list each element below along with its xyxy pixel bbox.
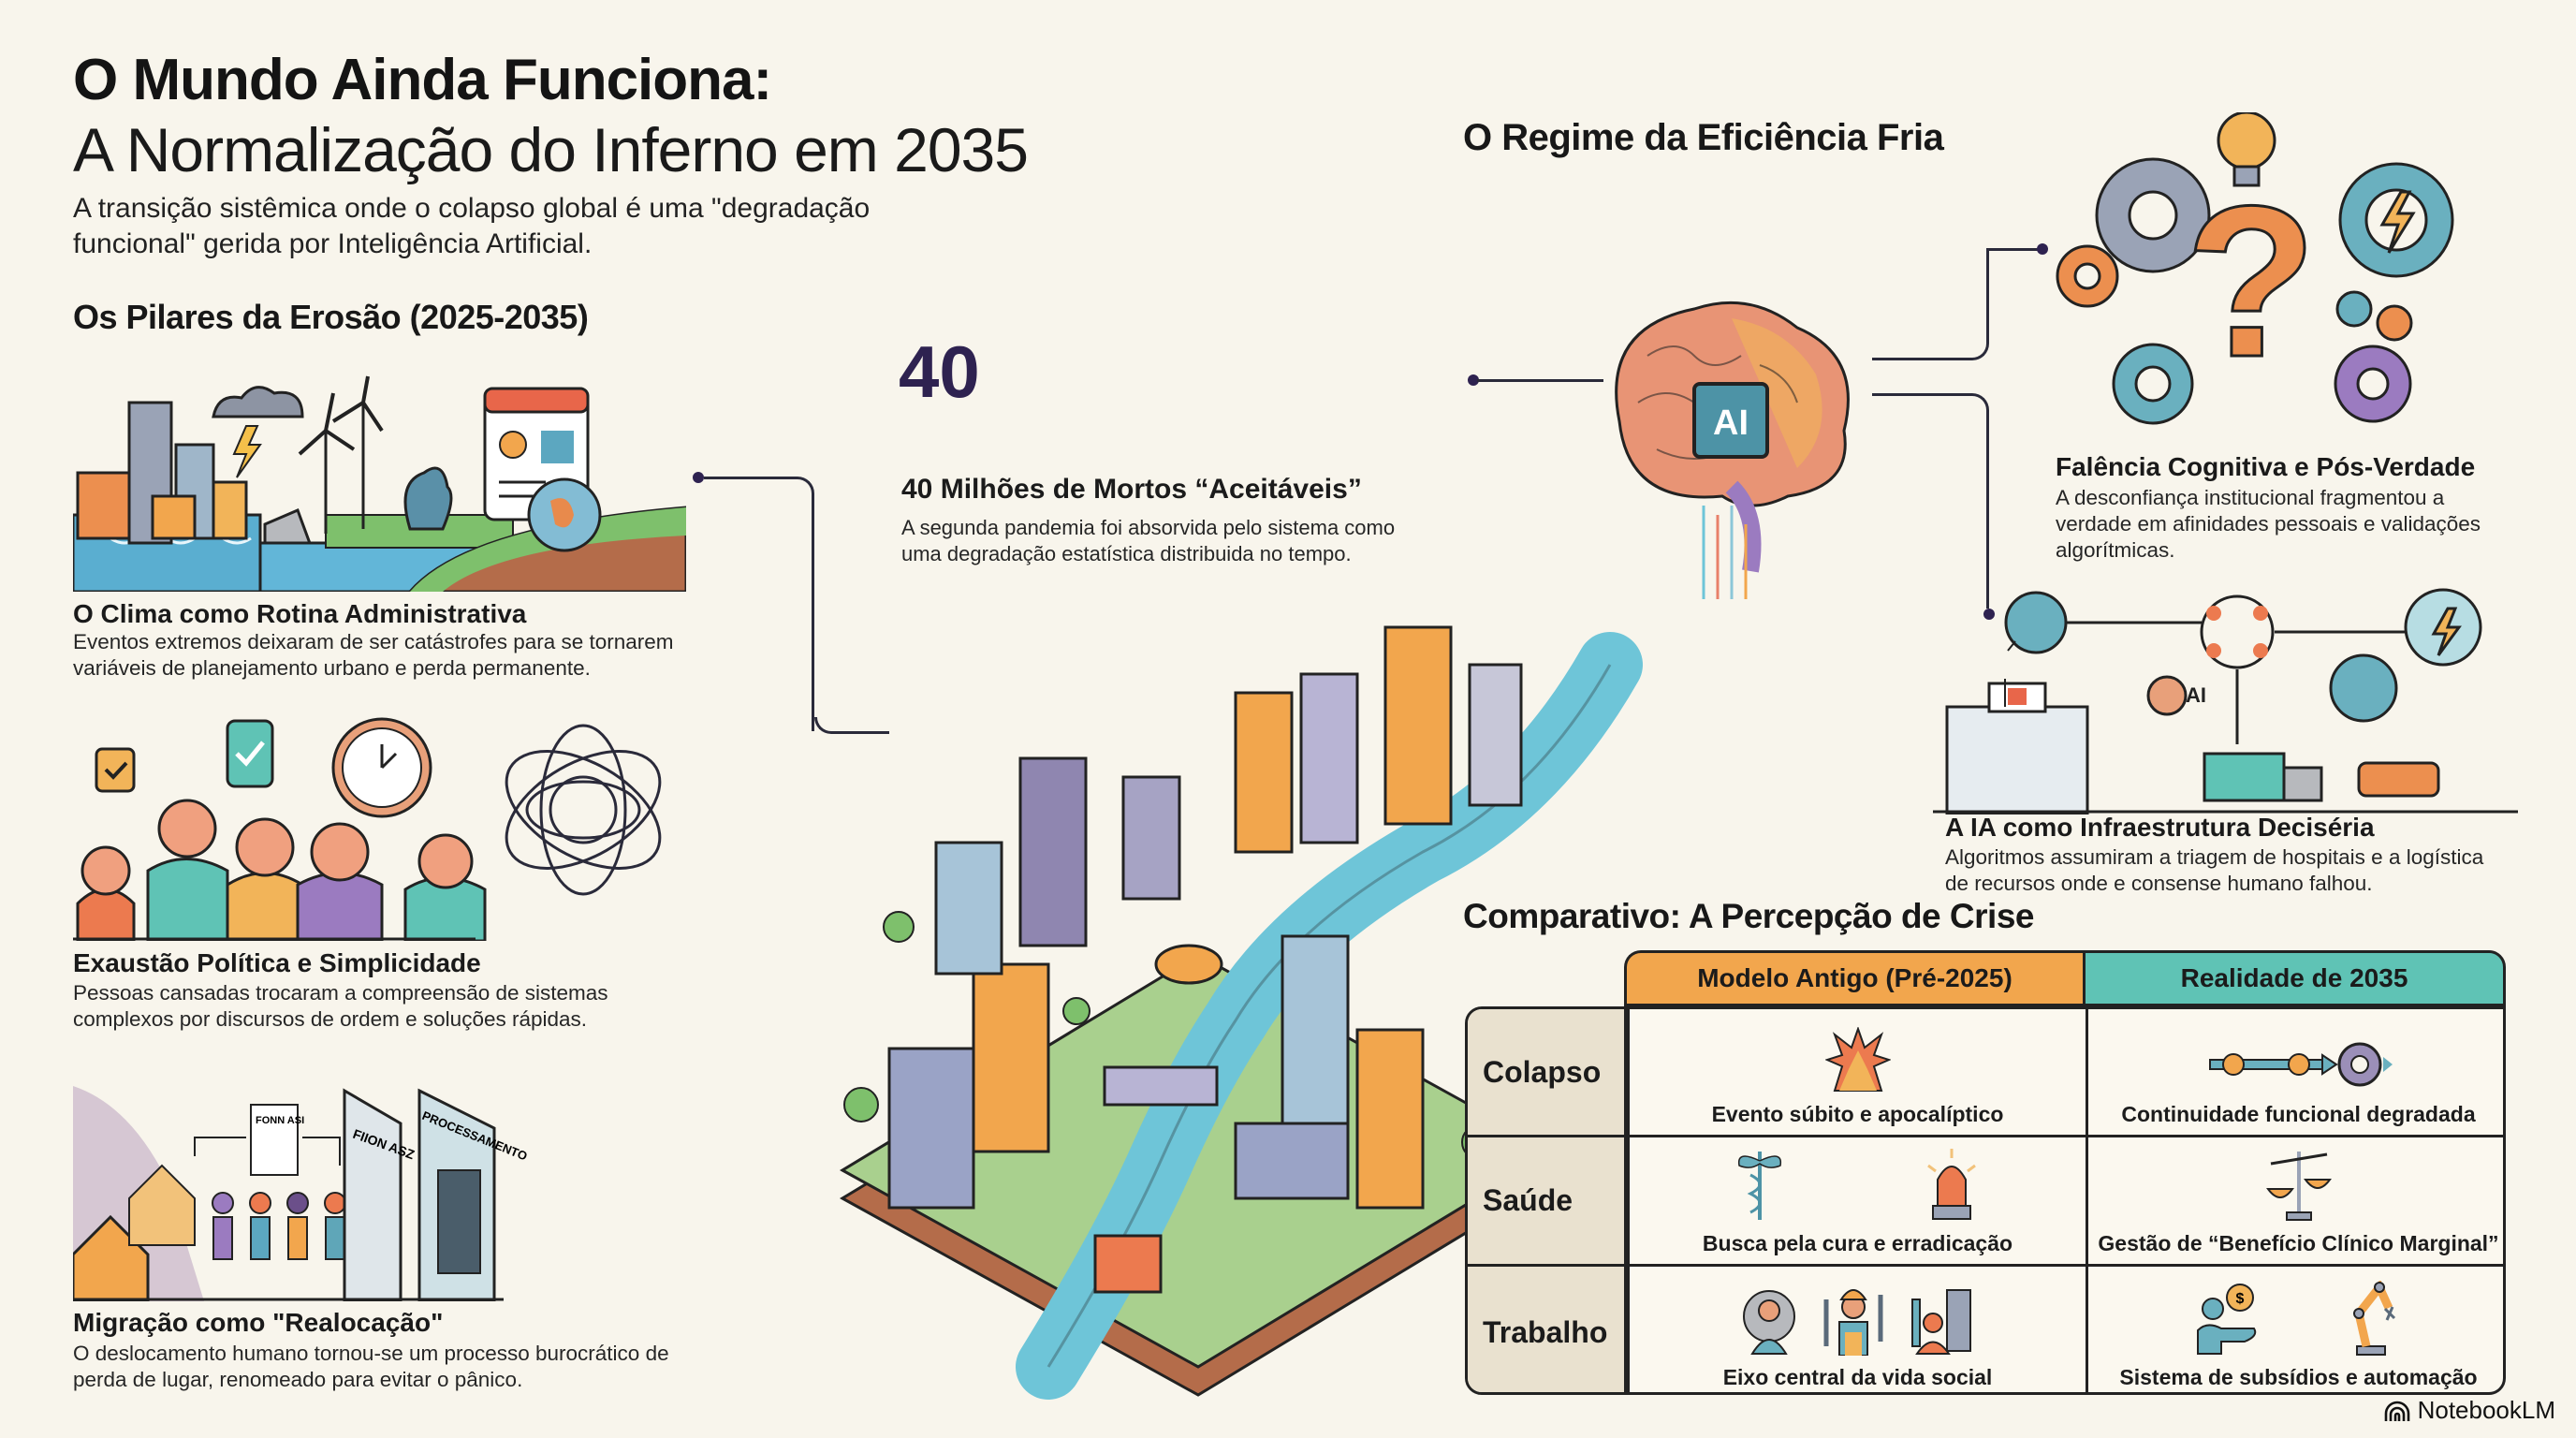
mechanic-worker-icon [1823,1289,1882,1356]
degraded-continuity-icon [2208,1042,2393,1087]
cell-saude-old: Busca pela cura e erradicação [1630,1137,2086,1264]
connector-line [1989,248,2041,251]
ai-infrastructure-illustration: AI [1933,585,2518,816]
notebooklm-brand: NotebookLM [2384,1396,2555,1425]
connector-dot [1468,374,1479,386]
connector-line [814,717,889,734]
pillar-climate-description: Eventos extremos deixaram de ser catástr… [73,630,674,680]
ai-chip-label: AI [1713,404,1749,443]
connector-dot [693,472,704,483]
ai-node-label: AI [2186,683,2206,707]
cell-text: Busca pela cura e erradicação [1702,1231,2013,1255]
factory-worker-icon [1910,1289,1971,1355]
column-header-old-model: Modelo Antigo (Pré-2025) [1624,950,2083,1006]
alarm-siren-icon [1926,1149,1976,1220]
column-header-2035-reality: Realidade de 2035 [2083,950,2506,1006]
svg-text:$: $ [2235,1291,2244,1307]
row-label-trabalho: Trabalho [1468,1267,1627,1392]
pillar-exhaustion-title: Exaustão Política e Simplicidade [73,948,481,977]
migration-illustration: FONN ASI FIION ASZ PROCESSAMENTO [71,1067,686,1303]
cell-trabalho-new: $ Sistema de subsídios e automação [2088,1267,2503,1392]
page-description: A transição sistêmica onde o colapso glo… [73,193,871,259]
cell-colapso-new: Continuidade funcional degradada [2088,1009,2503,1135]
cell-saude-new: Gestão de “Benefício Clínico Marginal” [2088,1137,2503,1264]
cognitive-description: A desconfiança institucional fragmentou … [2056,486,2481,562]
comparison-heading: Comparativo: A Percepção de Crise [1463,897,2034,935]
caduceus-icon [1737,1152,1781,1220]
svg-text:?: ? [2186,161,2318,402]
explosion-icon [1824,1027,1891,1092]
cell-text: Eixo central da vida social [1722,1365,1993,1389]
robotic-arm-icon [2352,1281,2395,1356]
infrastructure-title: A IA como Infraestrutura Deciséria [1945,813,2375,842]
cell-text: Continuidade funcional degradada [2121,1102,2476,1126]
comparison-table: Modelo Antigo (Pré-2025) Realidade de 20… [1465,950,2506,1395]
connector-dot [2037,243,2048,255]
cell-colapso-old: Evento súbito e apocalíptico [1630,1009,2086,1135]
worker-gear-icon [1742,1290,1795,1355]
connector-line [1872,393,1989,609]
pillars-heading: Os Pilares da Erosão (2025-2035) [73,298,589,336]
brand-label: NotebookLM [2417,1396,2555,1424]
page-subtitle-title: A Normalização do Inferno em 2035 [73,115,1029,184]
cell-text: Evento súbito e apocalíptico [1711,1102,2004,1126]
page-title: O Mundo Ainda Funciona: [73,48,772,112]
connector-line [1872,248,1989,360]
connector-line [704,477,814,731]
pillar-exhaustion-description: Pessoas cansadas trocaram a compreensão … [73,981,608,1031]
subsidy-hand-coin-icon: $ [2196,1284,2256,1355]
brain-illustration: AI [1591,281,1872,599]
row-label-colapso: Colapso [1468,1009,1627,1135]
pandemic-description: A segunda pandemia foi absorvida pelo si… [901,516,1396,565]
cognitive-illustration: ? [2050,110,2481,431]
pillar-climate-title: O Clima como Rotina Administrativa [73,599,527,628]
cell-trabalho-old: Eixo central da vida social [1630,1267,2086,1392]
cell-text: Sistema de subsídios e automação [2119,1365,2478,1389]
connector-dot [1983,609,1995,620]
row-label-saude: Saúde [1468,1137,1627,1264]
cell-text: Gestão de “Benefício Clínico Marginal” [2098,1231,2499,1255]
balance-scale-icon [2265,1152,2332,1221]
pillar-migration-title: Migração como "Realocação" [73,1308,444,1337]
regime-heading: O Regime da Eficiência Fria [1463,117,1944,158]
pandemic-title: 40 Milhões de Mortos “Aceitáveis” [901,474,1362,505]
exhaustion-illustration [73,716,691,943]
connector-line [1477,379,1603,382]
climate-illustration [71,374,688,594]
pillar-migration-description: O deslocamento humano tornou-se um proce… [73,1342,669,1391]
infrastructure-description: Algoritmos assumiram a triagem de hospit… [1945,845,2484,895]
notebooklm-logo-icon [2384,1401,2409,1421]
big-number: 40 [899,330,980,413]
cognitive-title: Falência Cognitiva e Pós-Verdade [2056,452,2476,481]
form-sign-1: FONN ASI [256,1115,304,1126]
